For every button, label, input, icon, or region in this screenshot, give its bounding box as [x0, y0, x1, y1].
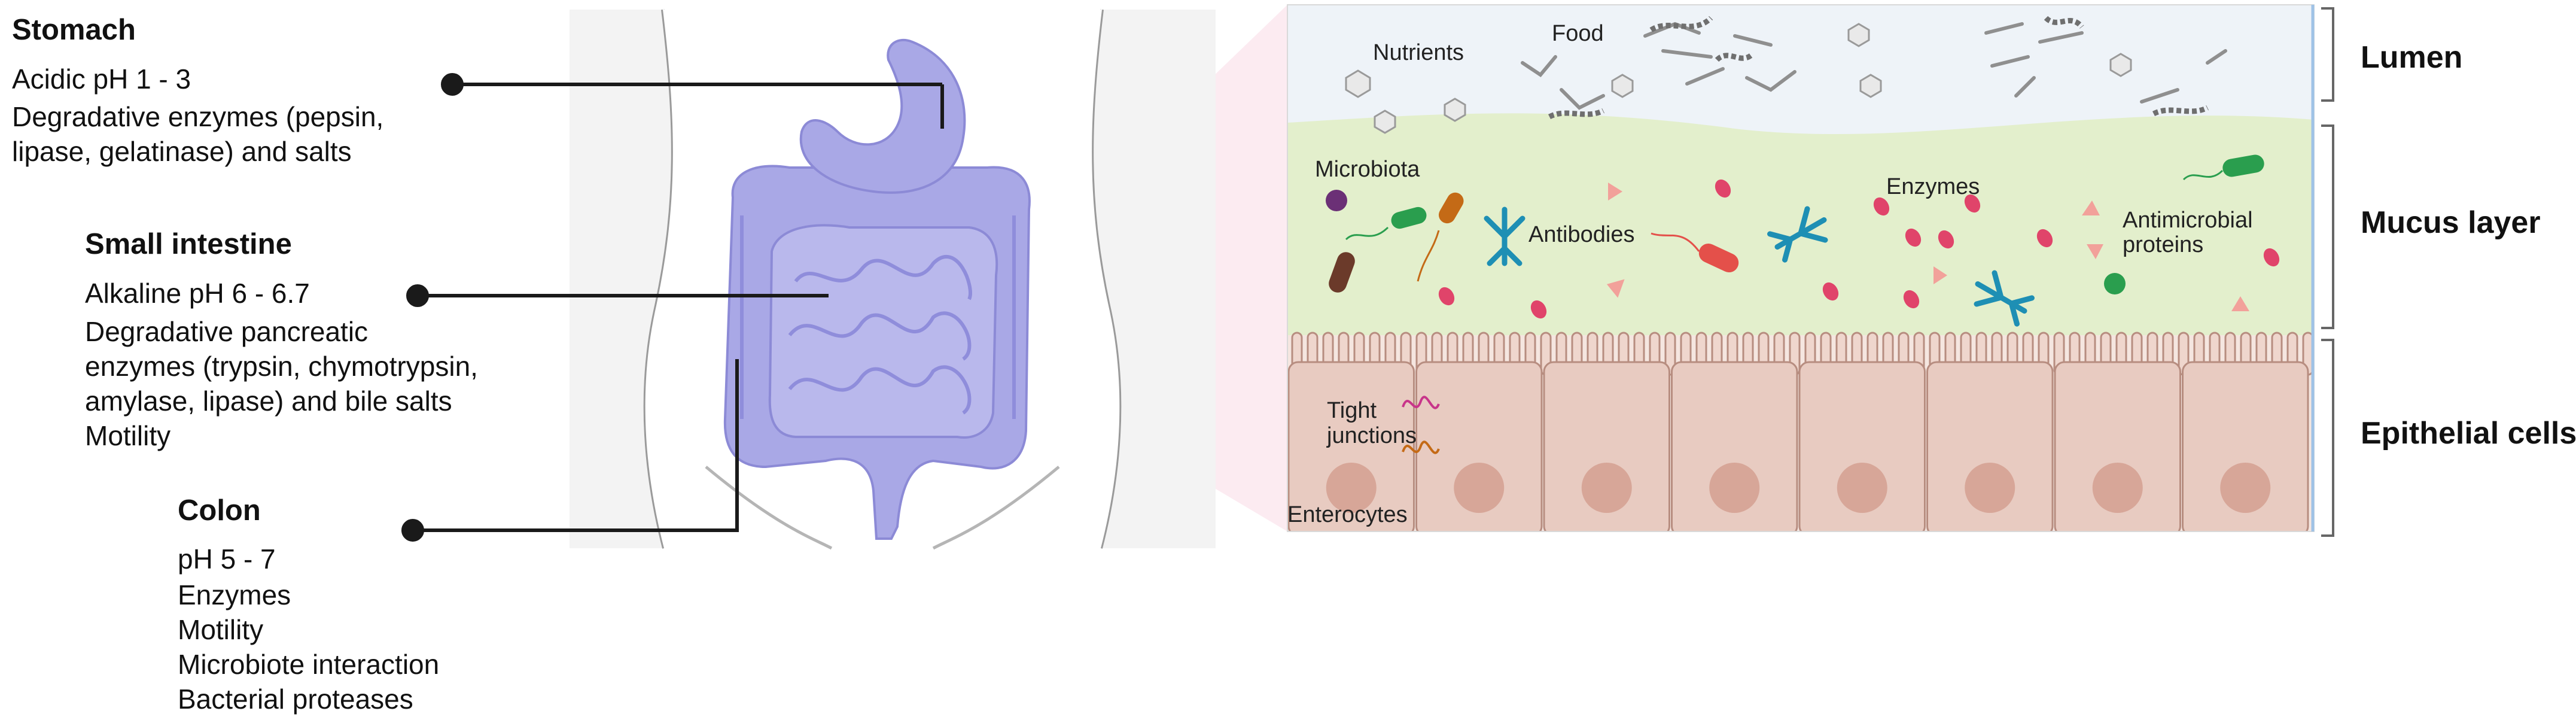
- label-enzymes: Enzymes: [1886, 174, 1980, 199]
- cell-nucleus: [1581, 463, 1632, 513]
- label-food: Food: [1552, 21, 1604, 46]
- small-intestine-line-1: Alkaline pH 6 - 6.7: [85, 278, 310, 309]
- small-intestine-line-3: enzymes (trypsin, chymotrypsin,: [85, 351, 478, 382]
- intestine-loops: [740, 215, 1016, 419]
- cell-nucleus: [1965, 463, 2015, 513]
- enzyme-particle: [1938, 230, 1954, 249]
- colon-line-2: Enzymes: [178, 579, 291, 610]
- colon-line-4: Microbiote interaction: [178, 649, 440, 680]
- label-nutrients: Nutrients: [1373, 40, 1464, 65]
- food-chains: [1548, 16, 2209, 120]
- enzyme-particle: [2263, 248, 2280, 267]
- label-antimicrobial-line2: proteins: [2123, 232, 2203, 257]
- enterocyte-cell: [1415, 361, 1543, 531]
- label-enterocytes: Enterocytes: [1287, 502, 1408, 527]
- small-intestine-title: Small intestine: [85, 228, 292, 260]
- microbiota-cells: [1326, 154, 2264, 294]
- enterocyte-cell: [1287, 361, 1415, 531]
- stomach-line-2: Degradative enzymes (pepsin,: [12, 101, 384, 132]
- enterocyte-cell: [2182, 361, 2309, 531]
- stomach-line-3: lipase, gelatinase) and salts: [12, 136, 352, 167]
- colon-title: Colon: [178, 494, 261, 527]
- tight-junctions: [1402, 396, 1440, 454]
- enzyme-particle: [1822, 282, 1839, 301]
- layer-label-epithelial: Epithelial cells: [2361, 416, 2576, 451]
- layer-label-mucus: Mucus layer: [2361, 205, 2541, 240]
- enzyme-particle: [1905, 228, 1922, 247]
- enzyme-particle: [1438, 287, 1455, 306]
- leader-lines: [401, 73, 944, 542]
- enzyme-particle: [1873, 197, 1890, 216]
- enterocyte-cell: [1926, 361, 2054, 531]
- food-fibers: [1521, 22, 2227, 110]
- antimicrobial-proteins: [1606, 183, 2249, 311]
- cell-nucleus: [2092, 463, 2143, 513]
- enterocyte-cell: [2054, 361, 2181, 531]
- label-tight-line1: Tight: [1327, 398, 1377, 423]
- label-microbiota: Microbiota: [1315, 157, 1420, 182]
- small-intestine-shape: [768, 224, 998, 439]
- small-intestine-line-2: Degradative pancreatic: [85, 316, 369, 347]
- stomach-title: Stomach: [12, 14, 136, 46]
- enterocyte-cell: [1798, 361, 1926, 531]
- colon-line-3: Motility: [178, 614, 264, 645]
- antibodies: [1484, 206, 2035, 327]
- layer-brackets: [2321, 7, 2334, 537]
- cell-nucleus: [2220, 463, 2271, 513]
- small-intestine-line-5: Motility: [85, 420, 171, 451]
- nutrient-particles: [1345, 23, 2132, 134]
- zoom-panel: [1287, 5, 2314, 531]
- enzyme-particle: [2036, 229, 2053, 248]
- enterocyte-cells: [1287, 361, 2309, 531]
- enzymes: [1438, 179, 2280, 319]
- colon-line-5: Bacterial proteases: [178, 683, 413, 715]
- enzyme-particle: [1964, 194, 1981, 213]
- cell-nucleus: [1709, 463, 1760, 513]
- enterocyte-cell: [1543, 361, 1670, 531]
- enzyme-particle: [1903, 290, 1920, 309]
- cell-nucleus: [1326, 463, 1377, 513]
- stomach-line-1: Acidic pH 1 - 3: [12, 63, 191, 95]
- label-antibodies: Antibodies: [1528, 222, 1634, 247]
- cell-nucleus: [1837, 463, 1887, 513]
- label-antimicrobial-line1: Antimicrobial: [2123, 208, 2253, 233]
- enzyme-particle: [1530, 300, 1547, 319]
- label-tight-line2: junctions: [1326, 423, 1417, 448]
- stomach-shape: [799, 38, 966, 194]
- layer-label-lumen: Lumen: [2361, 40, 2463, 75]
- cell-nucleus: [1454, 463, 1505, 513]
- colon-line-1: pH 5 - 7: [178, 543, 276, 575]
- small-intestine-line-4: amylase, lipase) and bile salts: [85, 385, 452, 417]
- enterocyte-cell: [1671, 361, 1798, 531]
- enzyme-particle: [1715, 179, 1731, 198]
